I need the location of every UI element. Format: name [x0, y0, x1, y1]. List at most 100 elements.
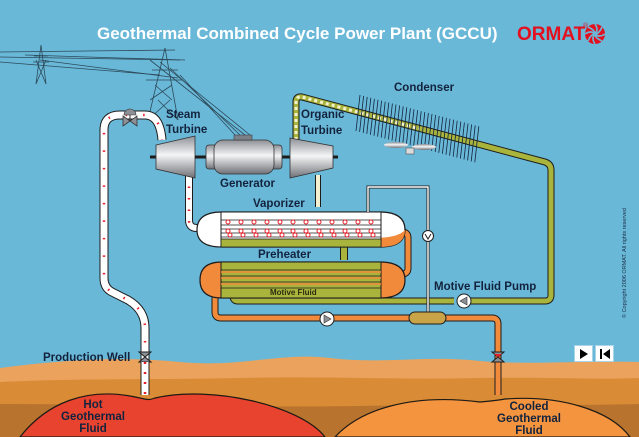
steam-bubble	[225, 228, 231, 234]
motive-fluid-label: Motive Fluid	[270, 288, 317, 297]
steam-bubble	[238, 228, 244, 234]
condenser-fin	[413, 110, 418, 147]
condenser-fin	[416, 111, 422, 148]
steam-bubble	[316, 219, 322, 225]
condenser-fin	[362, 96, 368, 133]
steam-bubble	[240, 232, 246, 238]
steam-control-valve-icon	[122, 108, 138, 127]
ormat-logo-text: ORMAT	[517, 24, 586, 45]
hot-fluid-label-2: Geothermal	[61, 411, 125, 423]
steam-bubble	[277, 219, 283, 225]
condenser-fin	[402, 107, 408, 144]
condenser-fin	[452, 120, 458, 157]
condenser-fin	[424, 113, 429, 150]
steam-bubble	[279, 232, 285, 238]
steam-bubble	[303, 219, 309, 225]
motive-fluid-pump-label: Motive Fluid Pump	[434, 281, 536, 293]
steam-bubble	[368, 228, 374, 234]
steam-bubble	[316, 228, 322, 234]
registered-mark: ®	[583, 22, 589, 30]
condenser-fin	[391, 104, 397, 141]
steam-bubble	[318, 232, 324, 238]
steam-bubble	[331, 232, 337, 238]
steam-bubble	[266, 232, 272, 238]
ormat-turbine-logo-icon	[584, 23, 606, 45]
hot-fluid-label-1: Hot	[83, 399, 102, 411]
steam-bubble	[329, 219, 335, 225]
play-button[interactable]	[574, 345, 593, 362]
generator	[195, 134, 300, 175]
cooled-fluid-label-1: Cooled	[510, 401, 549, 413]
pylon-right-icon	[146, 47, 183, 121]
condenser-fin	[355, 94, 361, 132]
hot-reservoir	[19, 393, 326, 437]
condenser-fin	[427, 113, 433, 151]
preheater	[199, 261, 406, 299]
condenser-fin	[470, 125, 476, 162]
steam-bubble	[251, 219, 257, 225]
page-title: Geothermal Combined Cycle Power Plant (G…	[97, 24, 498, 43]
condenser-fin	[460, 122, 465, 159]
condenser-fin	[406, 108, 411, 145]
injection-well-valve-icon	[490, 351, 506, 363]
ground	[0, 356, 639, 437]
play-icon	[579, 348, 588, 359]
steam-turbine-label-2: Turbine	[166, 124, 207, 136]
condenser-fin	[434, 115, 440, 152]
steam-bubble	[329, 228, 335, 234]
steam-bubble	[290, 219, 296, 225]
condenser-fin	[449, 119, 454, 156]
production-well-valve-icon	[137, 351, 153, 363]
condenser-fin	[420, 112, 426, 149]
condenser-fin	[373, 99, 379, 136]
steam-bubble	[344, 232, 350, 238]
condenser-fin	[359, 95, 364, 132]
condenser-fin	[474, 126, 480, 163]
steam-bubble	[342, 228, 348, 234]
condenser-fin	[370, 98, 375, 135]
vaporizer-label: Vaporizer	[253, 198, 305, 210]
steam-bubble	[357, 232, 363, 238]
condenser-fin	[438, 116, 444, 153]
steam-turbine-label: Steam	[166, 109, 201, 121]
cooled-fluid-label-3: Fluid	[515, 425, 542, 437]
bypass-valve-icon	[422, 230, 434, 242]
motive-fluid-pump-icon	[456, 293, 472, 309]
condenser-fin	[442, 117, 447, 154]
condenser-fin	[384, 102, 390, 139]
vaporizer	[196, 211, 406, 248]
condenser-fin	[377, 100, 382, 137]
cooled-reservoir	[334, 397, 631, 437]
steam-bubble	[227, 232, 233, 238]
steam-bubble	[292, 232, 298, 238]
organic-turbine	[289, 137, 338, 179]
separator-tank	[408, 311, 447, 325]
pylon-left-icon	[33, 44, 49, 85]
condenser-fin	[398, 106, 404, 143]
organic-turbine-label: Organic	[301, 109, 345, 121]
condenser-fin	[445, 118, 451, 155]
bypass-line	[366, 185, 430, 318]
steam-bubble	[264, 219, 270, 225]
condenser-fin	[467, 124, 472, 161]
steam-bubble	[253, 232, 259, 238]
hot-fluid-label-3: Fluid	[79, 423, 106, 435]
preheater-label: Preheater	[258, 249, 312, 261]
steam-bubble	[305, 232, 311, 238]
condenser-fin	[388, 103, 393, 140]
steam-bubble	[368, 219, 374, 225]
power-transmission-lines	[0, 44, 251, 136]
steam-bubble	[290, 228, 296, 234]
condenser-fin	[409, 109, 415, 146]
condenser-fin	[380, 101, 386, 138]
condenser-fin	[366, 97, 372, 134]
copyright-notice: © Copyright 2006 ORMAT. All rights reser…	[621, 208, 628, 318]
steam-bubble	[355, 219, 361, 225]
steam-bubble	[238, 219, 244, 225]
condenser-fan-icon	[384, 142, 436, 155]
condenser-fin	[456, 121, 462, 158]
steam-bubble	[225, 219, 231, 225]
steam-bubble	[342, 219, 348, 225]
restart-button[interactable]	[595, 345, 614, 362]
